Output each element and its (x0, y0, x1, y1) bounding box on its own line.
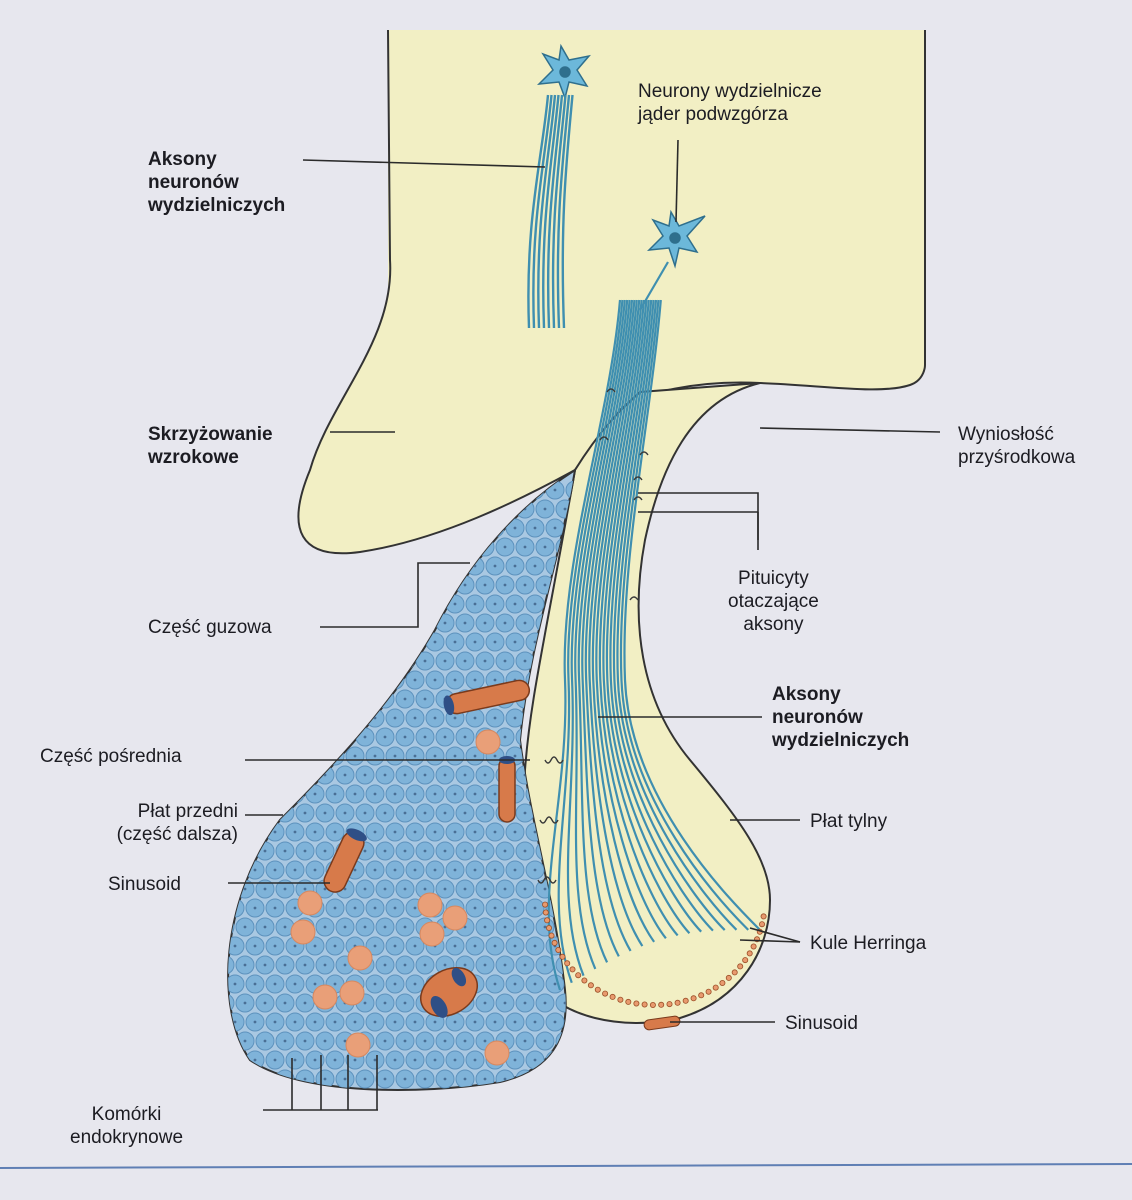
label-axons-lower: Aksony neuronów wydzielniczych (772, 684, 910, 751)
sinusoid-upper (443, 679, 531, 716)
label-sinusoid-anterior: Sinusoid (108, 874, 181, 895)
label-anterior-lobe: Płat przedni (część dalsza) (116, 801, 238, 845)
label-secretory-neurons: Neurony wydzielnicze jąder podwzgórza (638, 81, 822, 125)
page-rule (0, 1163, 1132, 1169)
sinusoid-large (420, 967, 478, 1018)
orange-cells (290, 729, 510, 1066)
label-pars-intermedia: Część pośrednia (40, 746, 182, 767)
neuron-lower (646, 209, 706, 269)
sinusoid-mid (323, 828, 367, 893)
axon-bundle-upper (527, 94, 574, 329)
label-herring-bodies: Kule Herringa (810, 933, 927, 954)
sinusoid-intermediate (498, 756, 516, 823)
herring-bodies (542, 901, 767, 1009)
leader-lines (228, 139, 941, 1111)
hypothalamus-outline (297, 29, 926, 555)
label-pituicytes: Pituicyty otaczające aksony (728, 568, 819, 635)
sinusoid-posterior (643, 1015, 681, 1031)
axon-bundle-main (547, 261, 761, 991)
label-optic-chiasm: Skrzyżowanie wzrokowe (148, 424, 273, 468)
label-axons-upper: Aksony neuronów wydzielniczych (148, 149, 286, 216)
label-median-eminence: Wyniosłość przyśrodkowa (958, 424, 1076, 468)
label-pars-tuberalis: Część guzowa (148, 617, 272, 638)
sinusoid-vessels (323, 679, 531, 1018)
label-sinusoid-posterior: Sinusoid (785, 1013, 858, 1034)
label-endocrine-cells: Komórki endokrynowe (70, 1104, 184, 1148)
label-posterior-lobe: Płat tylny (810, 811, 888, 832)
pituicytes (537, 388, 649, 884)
